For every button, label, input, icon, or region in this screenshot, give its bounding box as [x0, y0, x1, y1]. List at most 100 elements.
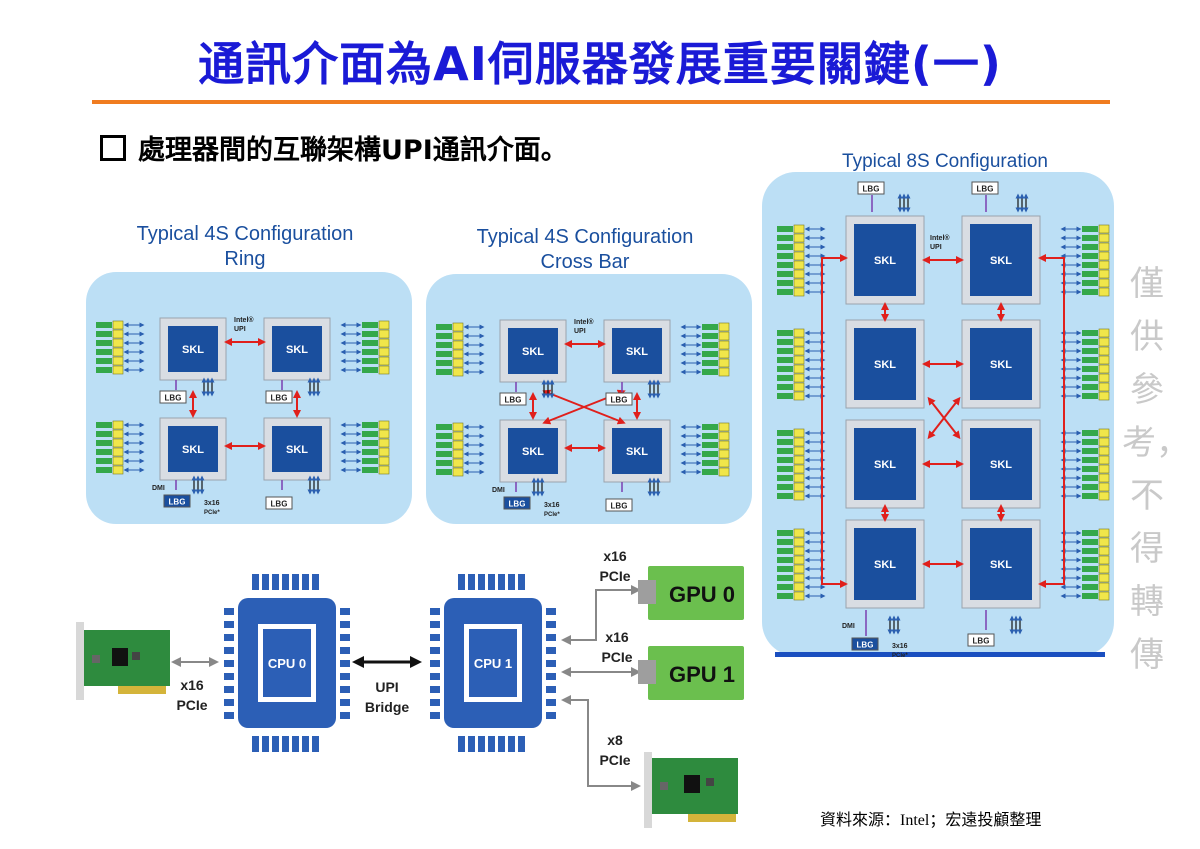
- dimm-module-icon: [1098, 260, 1110, 270]
- dimm-slot-icon: [1082, 475, 1098, 481]
- dimm-module-icon: [378, 465, 390, 475]
- cpu1-pins: [430, 574, 556, 752]
- dimm-slot-icon: [96, 467, 112, 473]
- dimm-module-icon: [1098, 546, 1110, 556]
- dimm-slot-icon: [1082, 339, 1098, 345]
- dimm-slot-icon: [777, 262, 793, 268]
- dimm-slot-icon: [1082, 466, 1098, 472]
- cpu-pin: [468, 736, 475, 752]
- dimm-slot-icon: [1082, 593, 1098, 599]
- skl-die: [854, 224, 916, 296]
- dimm-module-icon: [112, 347, 124, 357]
- cpu1-nic-link: [561, 695, 641, 791]
- lbg-label: LBG: [271, 500, 288, 509]
- dimm-slot-icon: [777, 339, 793, 345]
- cpu-pin: [546, 647, 556, 654]
- cpu-pin: [488, 736, 495, 752]
- dimm-slot-icon: [702, 360, 718, 366]
- dimm-module-icon: [793, 251, 805, 261]
- dimm-module-icon: [1098, 233, 1110, 243]
- nic-component-icon: [92, 655, 100, 663]
- skl-die: [970, 224, 1032, 296]
- cpu-gpu-topology: x16 PCIe CPU 0 UPI Bridge CPU 1 x16 PCIe…: [76, 548, 744, 828]
- dimm-module-icon: [718, 322, 730, 332]
- checkbox-bullet-icon: [100, 135, 126, 161]
- dimm-module-icon: [718, 458, 730, 468]
- cpu-pin: [518, 574, 525, 590]
- dimm-slot-icon: [1082, 493, 1098, 499]
- skl-die: [970, 428, 1032, 500]
- skl-die: [970, 528, 1032, 600]
- cpu-pin: [518, 736, 525, 752]
- dimm-slot-icon: [436, 369, 452, 375]
- dimm-slot-icon: [777, 235, 793, 241]
- cpu-pin: [302, 574, 309, 590]
- gpu0-link-type: PCIe: [599, 568, 630, 584]
- dimm-slot-icon: [777, 348, 793, 354]
- dimm-slot-icon: [362, 331, 378, 337]
- dimm-module-icon: [793, 537, 805, 547]
- ring-panel: [86, 272, 412, 524]
- dimm-module-icon: [718, 349, 730, 359]
- dimm-module-icon: [793, 428, 805, 438]
- dimm-module-icon: [793, 582, 805, 592]
- dimm-slot-icon: [777, 366, 793, 372]
- cpu-pin: [340, 608, 350, 615]
- dimm-slot-icon: [777, 384, 793, 390]
- nic-gold-fingers: [118, 686, 166, 694]
- dimm-module-icon: [1098, 373, 1110, 383]
- dimm-module-icon: [793, 269, 805, 279]
- dimm-slot-icon: [702, 469, 718, 475]
- nic2-link-type: PCIe: [599, 752, 630, 768]
- dimm-module-icon: [1098, 555, 1110, 565]
- watermark: 僅供參考，不得轉傳: [1122, 264, 1190, 675]
- dimm-module-icon: [793, 591, 805, 601]
- dimm-module-icon: [718, 440, 730, 450]
- dimm-slot-icon: [1082, 348, 1098, 354]
- cpu-pin: [312, 574, 319, 590]
- skl-label: SKL: [182, 444, 204, 456]
- dimm-module-icon: [793, 346, 805, 356]
- dimm-module-icon: [112, 465, 124, 475]
- dimm-module-icon: [452, 458, 464, 468]
- dimm-slot-icon: [96, 422, 112, 428]
- dimm-slot-icon: [436, 333, 452, 339]
- dimm-module-icon: [793, 364, 805, 374]
- dimm-slot-icon: [1082, 539, 1098, 545]
- dimm-module-icon: [718, 367, 730, 377]
- dimm-module-icon: [452, 440, 464, 450]
- gpu1-link-width: x16: [605, 629, 629, 645]
- dimm-slot-icon: [96, 322, 112, 328]
- dimm-slot-icon: [1082, 235, 1098, 241]
- dimm-module-icon: [793, 446, 805, 456]
- dimm-slot-icon: [702, 442, 718, 448]
- dimm-module-icon: [378, 320, 390, 330]
- dimm-slot-icon: [777, 484, 793, 490]
- cpu-pin: [224, 634, 234, 641]
- cpu-pin: [430, 660, 440, 667]
- dimm-module-icon: [1098, 428, 1110, 438]
- dimm-module-icon: [452, 340, 464, 350]
- dimm-slot-icon: [1082, 244, 1098, 250]
- cpu-pin: [546, 712, 556, 719]
- dimm-slot-icon: [702, 324, 718, 330]
- cpu-pin: [224, 621, 234, 628]
- dimm-module-icon: [378, 447, 390, 457]
- dimm-slot-icon: [436, 324, 452, 330]
- dimm-slot-icon: [362, 431, 378, 437]
- dimm-slot-icon: [96, 431, 112, 437]
- dimm-module-icon: [1098, 491, 1110, 501]
- dimm-slot-icon: [1082, 439, 1098, 445]
- dimm-slot-icon: [1082, 375, 1098, 381]
- lbg-box: [967, 633, 995, 647]
- dimm-module-icon: [112, 338, 124, 348]
- dimm-slot-icon: [1082, 548, 1098, 554]
- dimm-slot-icon: [777, 271, 793, 277]
- dmi-label: DMI: [152, 485, 165, 492]
- skl-die: [508, 328, 558, 374]
- dimm-module-icon: [1098, 287, 1110, 297]
- dimm-module-icon: [1098, 564, 1110, 574]
- pcie-count-label: 3x16: [892, 643, 908, 650]
- dimm-slot-icon: [436, 360, 452, 366]
